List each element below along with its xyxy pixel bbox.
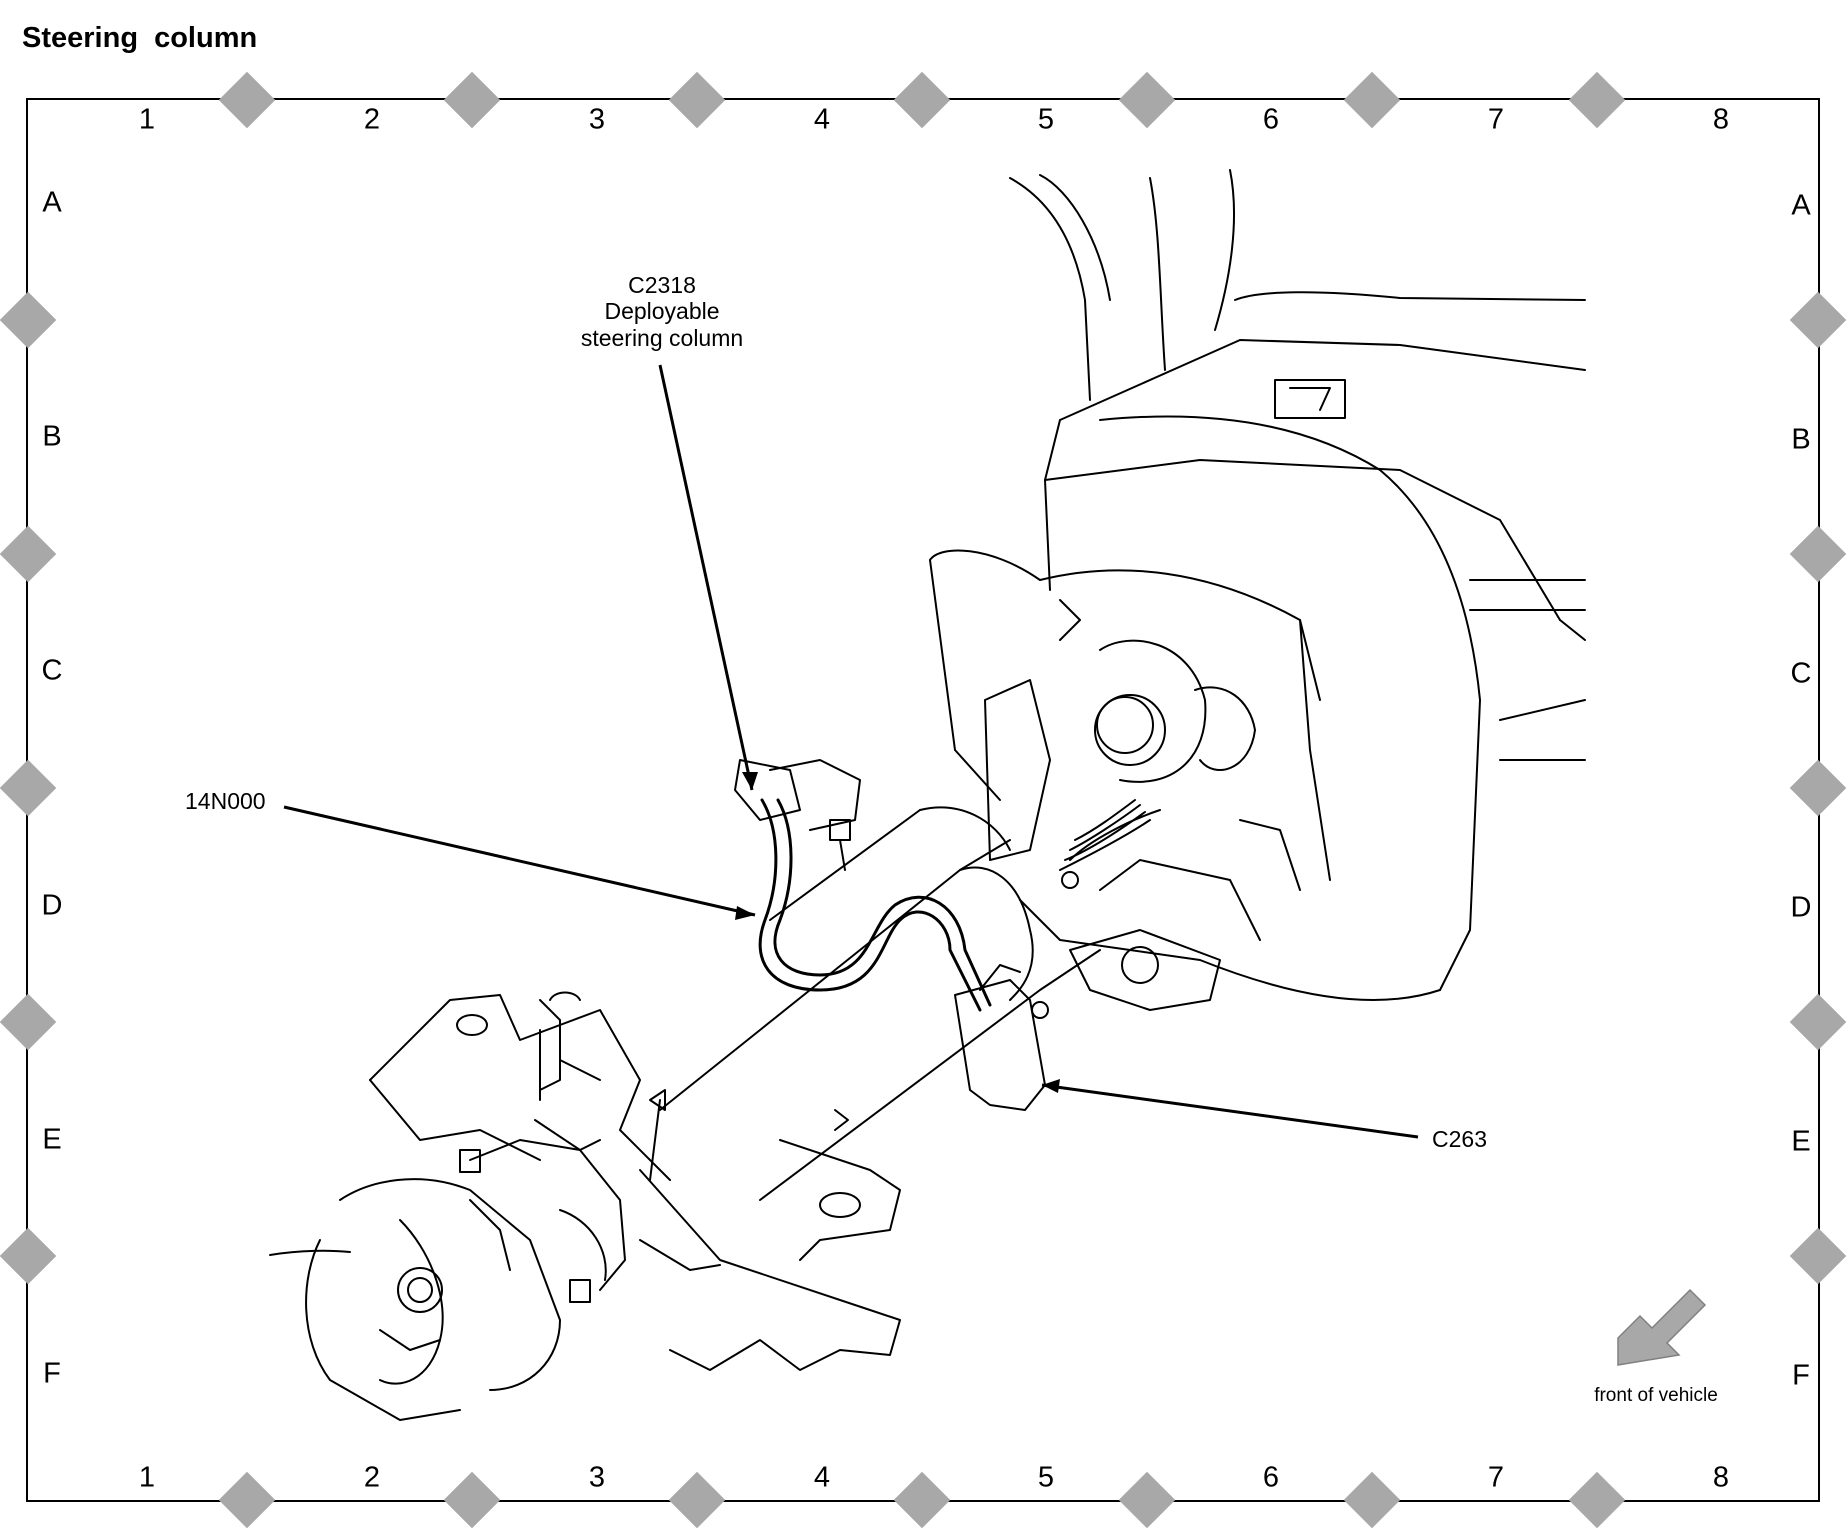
leader-c2318: [658, 364, 754, 791]
grid-row-label-right: E: [1791, 1125, 1811, 1158]
callout-c2318: C2318 Deployable steering column: [562, 272, 762, 351]
grid-col-label-top: 8: [1712, 103, 1730, 136]
callout-c2318-desc-2: steering column: [580, 324, 744, 351]
leader-arrowheads: [735, 772, 1060, 1093]
grid-row-label-right: F: [1792, 1359, 1810, 1392]
callout-c2318-desc-1: Deployable: [604, 298, 720, 325]
leader-14n000: [283, 805, 756, 917]
grid-col-label-top: 4: [813, 103, 831, 136]
grid-col-label-top: 2: [363, 103, 381, 136]
grid-col-label-bottom: 8: [1712, 1461, 1730, 1494]
connector-c263: [954, 964, 1049, 1111]
callout-c263: C263: [1432, 1126, 1487, 1152]
grid-row-label-right: D: [1790, 891, 1812, 924]
grid-row-label-left: C: [41, 654, 63, 687]
grid-col-label-bottom: 4: [813, 1461, 831, 1494]
grid-col-label-bottom: 3: [588, 1461, 606, 1494]
flex-coupling: [269, 1139, 626, 1421]
grid-col-label-bottom: 1: [138, 1461, 156, 1494]
grid-row-label-left: B: [42, 420, 62, 453]
column-mechanism: [984, 599, 1301, 1011]
grid-col-label-bottom: 6: [1262, 1461, 1280, 1494]
grid-col-label-top: 6: [1262, 103, 1280, 136]
grid-row-label-left: D: [41, 889, 63, 922]
grid-row-label-right: C: [1790, 657, 1812, 690]
column-shroud: [929, 169, 1586, 1001]
leader-c263: [1041, 1083, 1419, 1139]
grid-row-label-right: A: [1791, 189, 1811, 222]
callout-c2318-code: C2318: [628, 272, 696, 298]
grid-col-label-bottom: 5: [1037, 1461, 1055, 1494]
grid-col-label-top: 3: [588, 103, 606, 136]
sensor-fitting: [534, 991, 601, 1151]
grid-col-label-top: 5: [1037, 103, 1055, 136]
callout-14n000: 14N000: [185, 788, 266, 814]
grid-col-label-bottom: 7: [1487, 1461, 1505, 1494]
arrow-down-left-icon: [1617, 1288, 1707, 1366]
grid-row-label-left: F: [43, 1357, 61, 1390]
grid-row-label-left: E: [42, 1123, 62, 1156]
grid-col-label-top: 1: [138, 103, 156, 136]
wiring-harness: [758, 798, 992, 1012]
leader-lines: [283, 364, 1419, 1139]
front-of-vehicle-label: front of vehicle: [1594, 1385, 1718, 1406]
grid-col-label-top: 7: [1487, 103, 1505, 136]
connector-c2318: [734, 759, 861, 871]
grid-row-label-left: A: [42, 186, 62, 219]
page-title: Steering column: [22, 22, 258, 54]
grid-col-label-bottom: 2: [363, 1461, 381, 1494]
grid-row-label-right: B: [1791, 423, 1811, 456]
